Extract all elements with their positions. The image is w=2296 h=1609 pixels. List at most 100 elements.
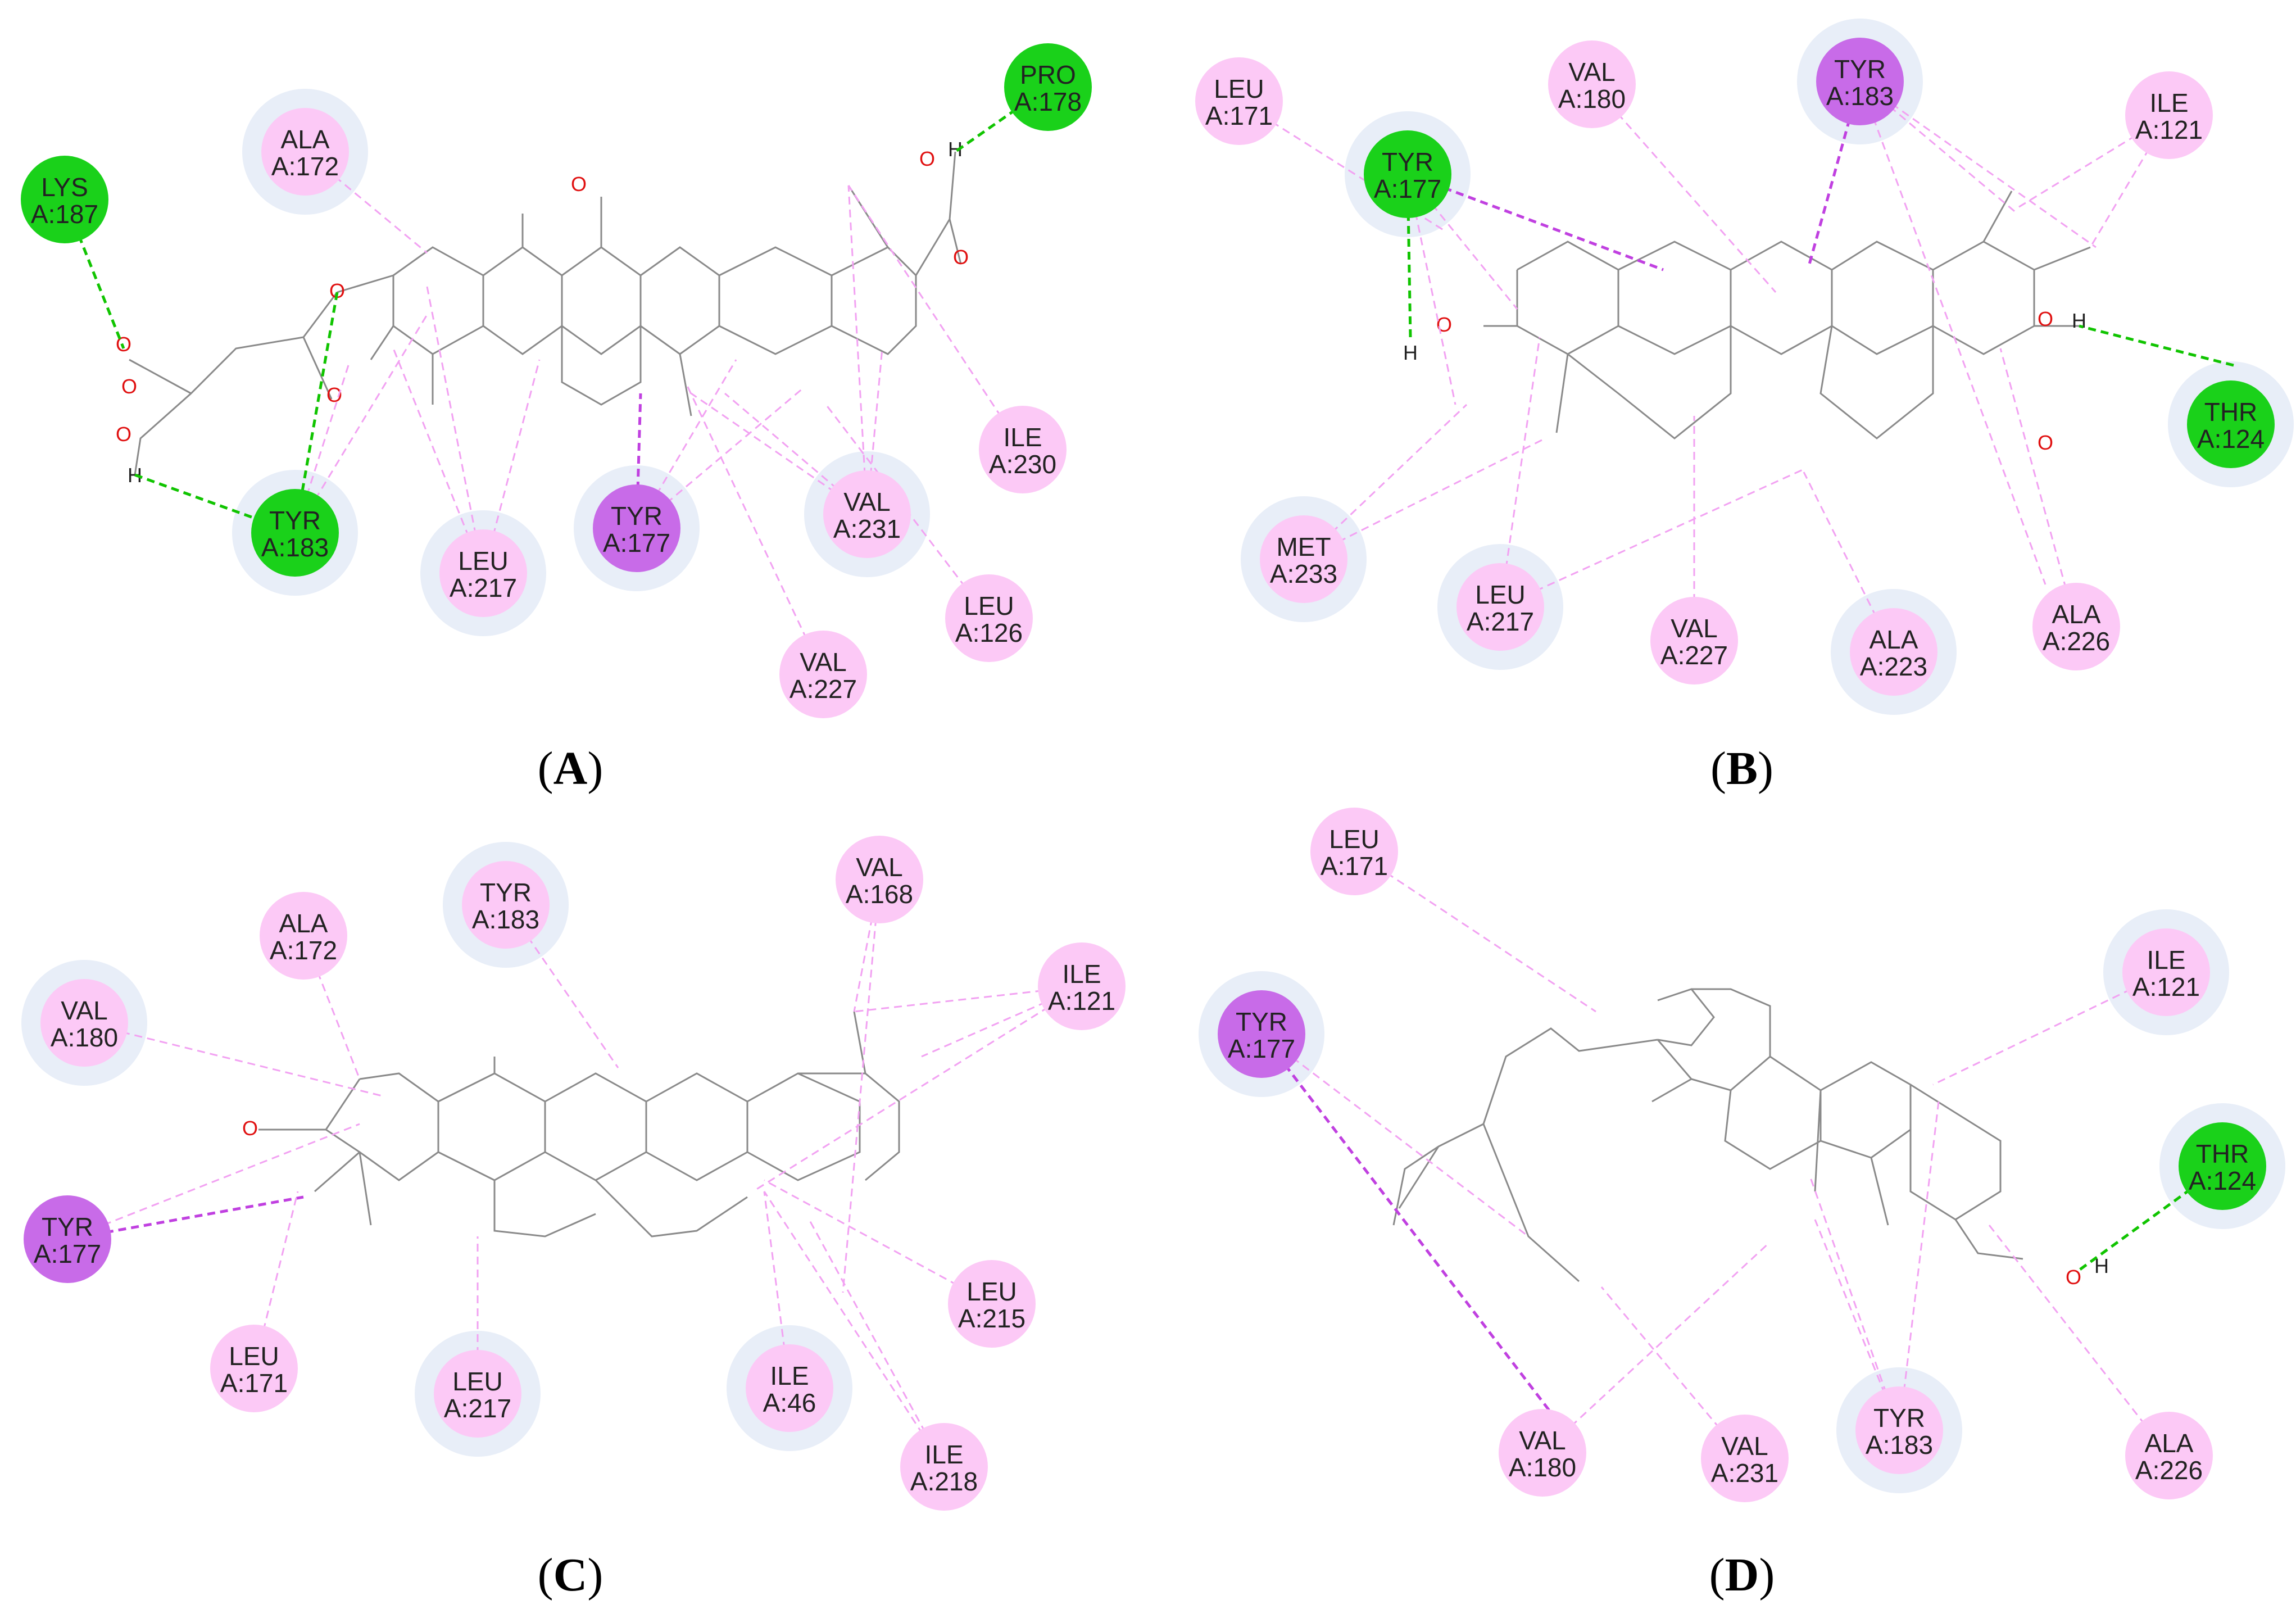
- residue-circle: [779, 631, 867, 718]
- residue-id: A:230: [989, 450, 1056, 479]
- residue-name: VAL: [1568, 57, 1616, 87]
- residue-name: TYR: [1834, 55, 1886, 84]
- pi-alkyl-line: [67, 1123, 360, 1240]
- residue-name: TYR: [480, 878, 532, 907]
- oxygen-atom-label: O: [571, 173, 587, 196]
- residue-circle: [1548, 40, 1636, 128]
- oxygen-atom-label: O: [2038, 431, 2053, 454]
- residue-circle: [2122, 928, 2210, 1016]
- residue-id: A:172: [270, 936, 337, 965]
- residue-id: A:121: [2135, 115, 2203, 144]
- residue-id: A:233: [1270, 559, 1337, 588]
- residue-name: ALA: [2145, 1429, 2194, 1458]
- ligand-bond: [1819, 325, 1934, 439]
- ligand-bond: [595, 1179, 748, 1238]
- panel-label-b: (B): [1710, 742, 1773, 795]
- residue-name: VAL: [1519, 1426, 1566, 1455]
- residue-circle: [1816, 38, 1904, 125]
- ligand-bond: [561, 246, 642, 355]
- pi-alkyl-line: [1303, 404, 1468, 560]
- pi-alkyl-line: [1898, 1101, 1940, 1431]
- pi-alkyl-line: [482, 359, 541, 574]
- hydrogen-atom-label: H: [1403, 341, 1418, 364]
- residue-circle: [40, 979, 128, 1067]
- oxygen-atom-label: O: [2038, 307, 2053, 330]
- residue-name: TYR: [269, 506, 321, 535]
- ligand-bond: [847, 185, 889, 248]
- ligand-bond: [1392, 1027, 1658, 1226]
- pi-alkyl-line: [1499, 337, 1541, 608]
- residue-circle: [900, 1423, 988, 1511]
- residue-id: A:226: [2043, 627, 2110, 656]
- pi-alkyl-line: [1600, 1286, 1746, 1459]
- ligand-bond: [1870, 1157, 1889, 1226]
- ligand-bond: [1954, 1219, 2023, 1260]
- residue-id: A:178: [1014, 87, 1082, 116]
- panel-label-d: (D): [1709, 1549, 1775, 1601]
- ligand-bond: [314, 1151, 360, 1193]
- oxygen-atom-label: O: [116, 423, 131, 446]
- ligand-bond: [1820, 1061, 1912, 1159]
- ligand-bond: [831, 246, 917, 355]
- residue-name: LYS: [41, 173, 88, 202]
- ligand-bond: [1618, 241, 1732, 355]
- panel-label-a: (A): [538, 742, 604, 795]
- residue-id: A:227: [1660, 641, 1728, 670]
- residue-circle: [2032, 583, 2120, 670]
- ligand-bond: [747, 1072, 861, 1181]
- residue-id: A:183: [472, 905, 539, 934]
- ligand-bond: [493, 1180, 596, 1238]
- residue-id: A:218: [910, 1467, 978, 1496]
- residue-name: TYR: [1873, 1403, 1925, 1433]
- residue-circle: [210, 1325, 298, 1412]
- residue-id: A:180: [1509, 1453, 1576, 1482]
- residue-name: TYR: [1382, 147, 1433, 176]
- ligand-bond: [1657, 988, 1715, 1046]
- residue-name: ALA: [281, 125, 330, 154]
- panel-label-c: (C): [538, 1549, 604, 1601]
- residue-id: A:183: [261, 533, 329, 562]
- residue-circle: [1364, 130, 1451, 218]
- ligand-bond: [438, 1072, 546, 1181]
- residue-circle: [746, 1344, 833, 1432]
- residue-id: A:124: [2197, 424, 2265, 454]
- residue-id: A:223: [1860, 652, 1927, 681]
- pi-sigma-line: [635, 393, 642, 529]
- residue-name: ILE: [2147, 945, 2185, 975]
- ligand-bond: [1651, 1078, 1692, 1103]
- residue-name: LEU: [452, 1367, 502, 1396]
- pi-alkyl-line: [1303, 437, 1546, 560]
- residue-name: ILE: [1062, 959, 1101, 989]
- residue-name: LEU: [967, 1277, 1017, 1306]
- residue-name: TYR: [42, 1212, 93, 1241]
- ligand-bond: [1657, 988, 1771, 1091]
- ligand-bond: [1516, 241, 1619, 355]
- residue-name: LEU: [229, 1341, 279, 1371]
- residue-id: A:121: [1048, 986, 1115, 1016]
- ligand-bond: [646, 1072, 748, 1181]
- residue-circle: [434, 1350, 521, 1438]
- residue-id: A:180: [1558, 84, 1626, 114]
- oxygen-atom-label: O: [242, 1117, 258, 1140]
